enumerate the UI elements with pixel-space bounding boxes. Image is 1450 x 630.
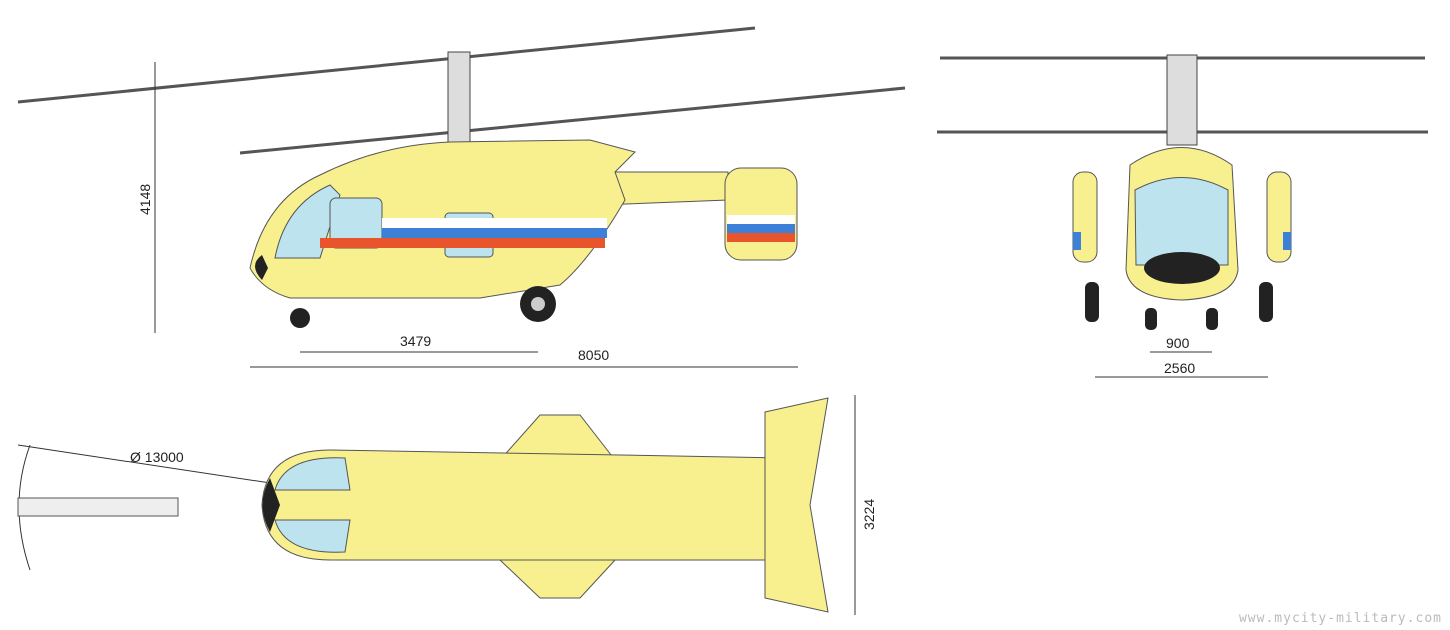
left-nose-wheel bbox=[1145, 308, 1157, 330]
front-view: 900 2560 bbox=[937, 54, 1428, 378]
side-view: 4148 3479 8050 bbox=[17, 26, 906, 368]
watermark: www.mycity-military.com bbox=[1238, 611, 1442, 626]
top-canopy bbox=[274, 457, 351, 491]
right-main-wheel bbox=[1259, 282, 1273, 322]
height-dim: 4148 bbox=[137, 184, 153, 215]
wheelbase-dim: 3479 bbox=[400, 333, 431, 349]
top-nose bbox=[262, 478, 280, 532]
left-main-wheel bbox=[1085, 282, 1099, 322]
top-canopy-lower bbox=[274, 519, 351, 553]
front-rotor-mast bbox=[1166, 54, 1198, 146]
lower-rotor-blade bbox=[239, 86, 906, 155]
left-fin-stripe bbox=[1073, 232, 1081, 250]
front-nose bbox=[1144, 252, 1220, 284]
right-fin-stripe bbox=[1283, 232, 1291, 250]
front-windshield bbox=[1134, 177, 1229, 266]
fin-stripe-blue bbox=[727, 224, 795, 233]
rotor-blade-top bbox=[17, 497, 179, 517]
horizontal-stabilizer bbox=[764, 397, 829, 613]
tail-fin bbox=[724, 167, 798, 261]
rotor-mast bbox=[447, 51, 471, 145]
main-wheel-hub bbox=[531, 297, 545, 311]
stripe-white bbox=[382, 218, 607, 228]
stripe-blue bbox=[382, 228, 607, 238]
stabilizer-dim: 3224 bbox=[861, 499, 877, 530]
fin-stripe-red bbox=[727, 233, 795, 242]
nose-wheel bbox=[290, 308, 310, 328]
stripe-red bbox=[320, 238, 605, 248]
rotor-diameter-dim: Ø 13000 bbox=[130, 449, 184, 465]
nose-track-dim: 900 bbox=[1166, 335, 1190, 351]
main-track-dim: 2560 bbox=[1164, 360, 1195, 376]
top-view: Ø 13000 3224 bbox=[17, 395, 877, 615]
fin-stripe-white bbox=[727, 215, 795, 224]
length-dim: 8050 bbox=[578, 347, 609, 363]
upper-rotor-blade bbox=[17, 26, 756, 104]
right-nose-wheel bbox=[1206, 308, 1218, 330]
nose-cone bbox=[255, 255, 268, 280]
